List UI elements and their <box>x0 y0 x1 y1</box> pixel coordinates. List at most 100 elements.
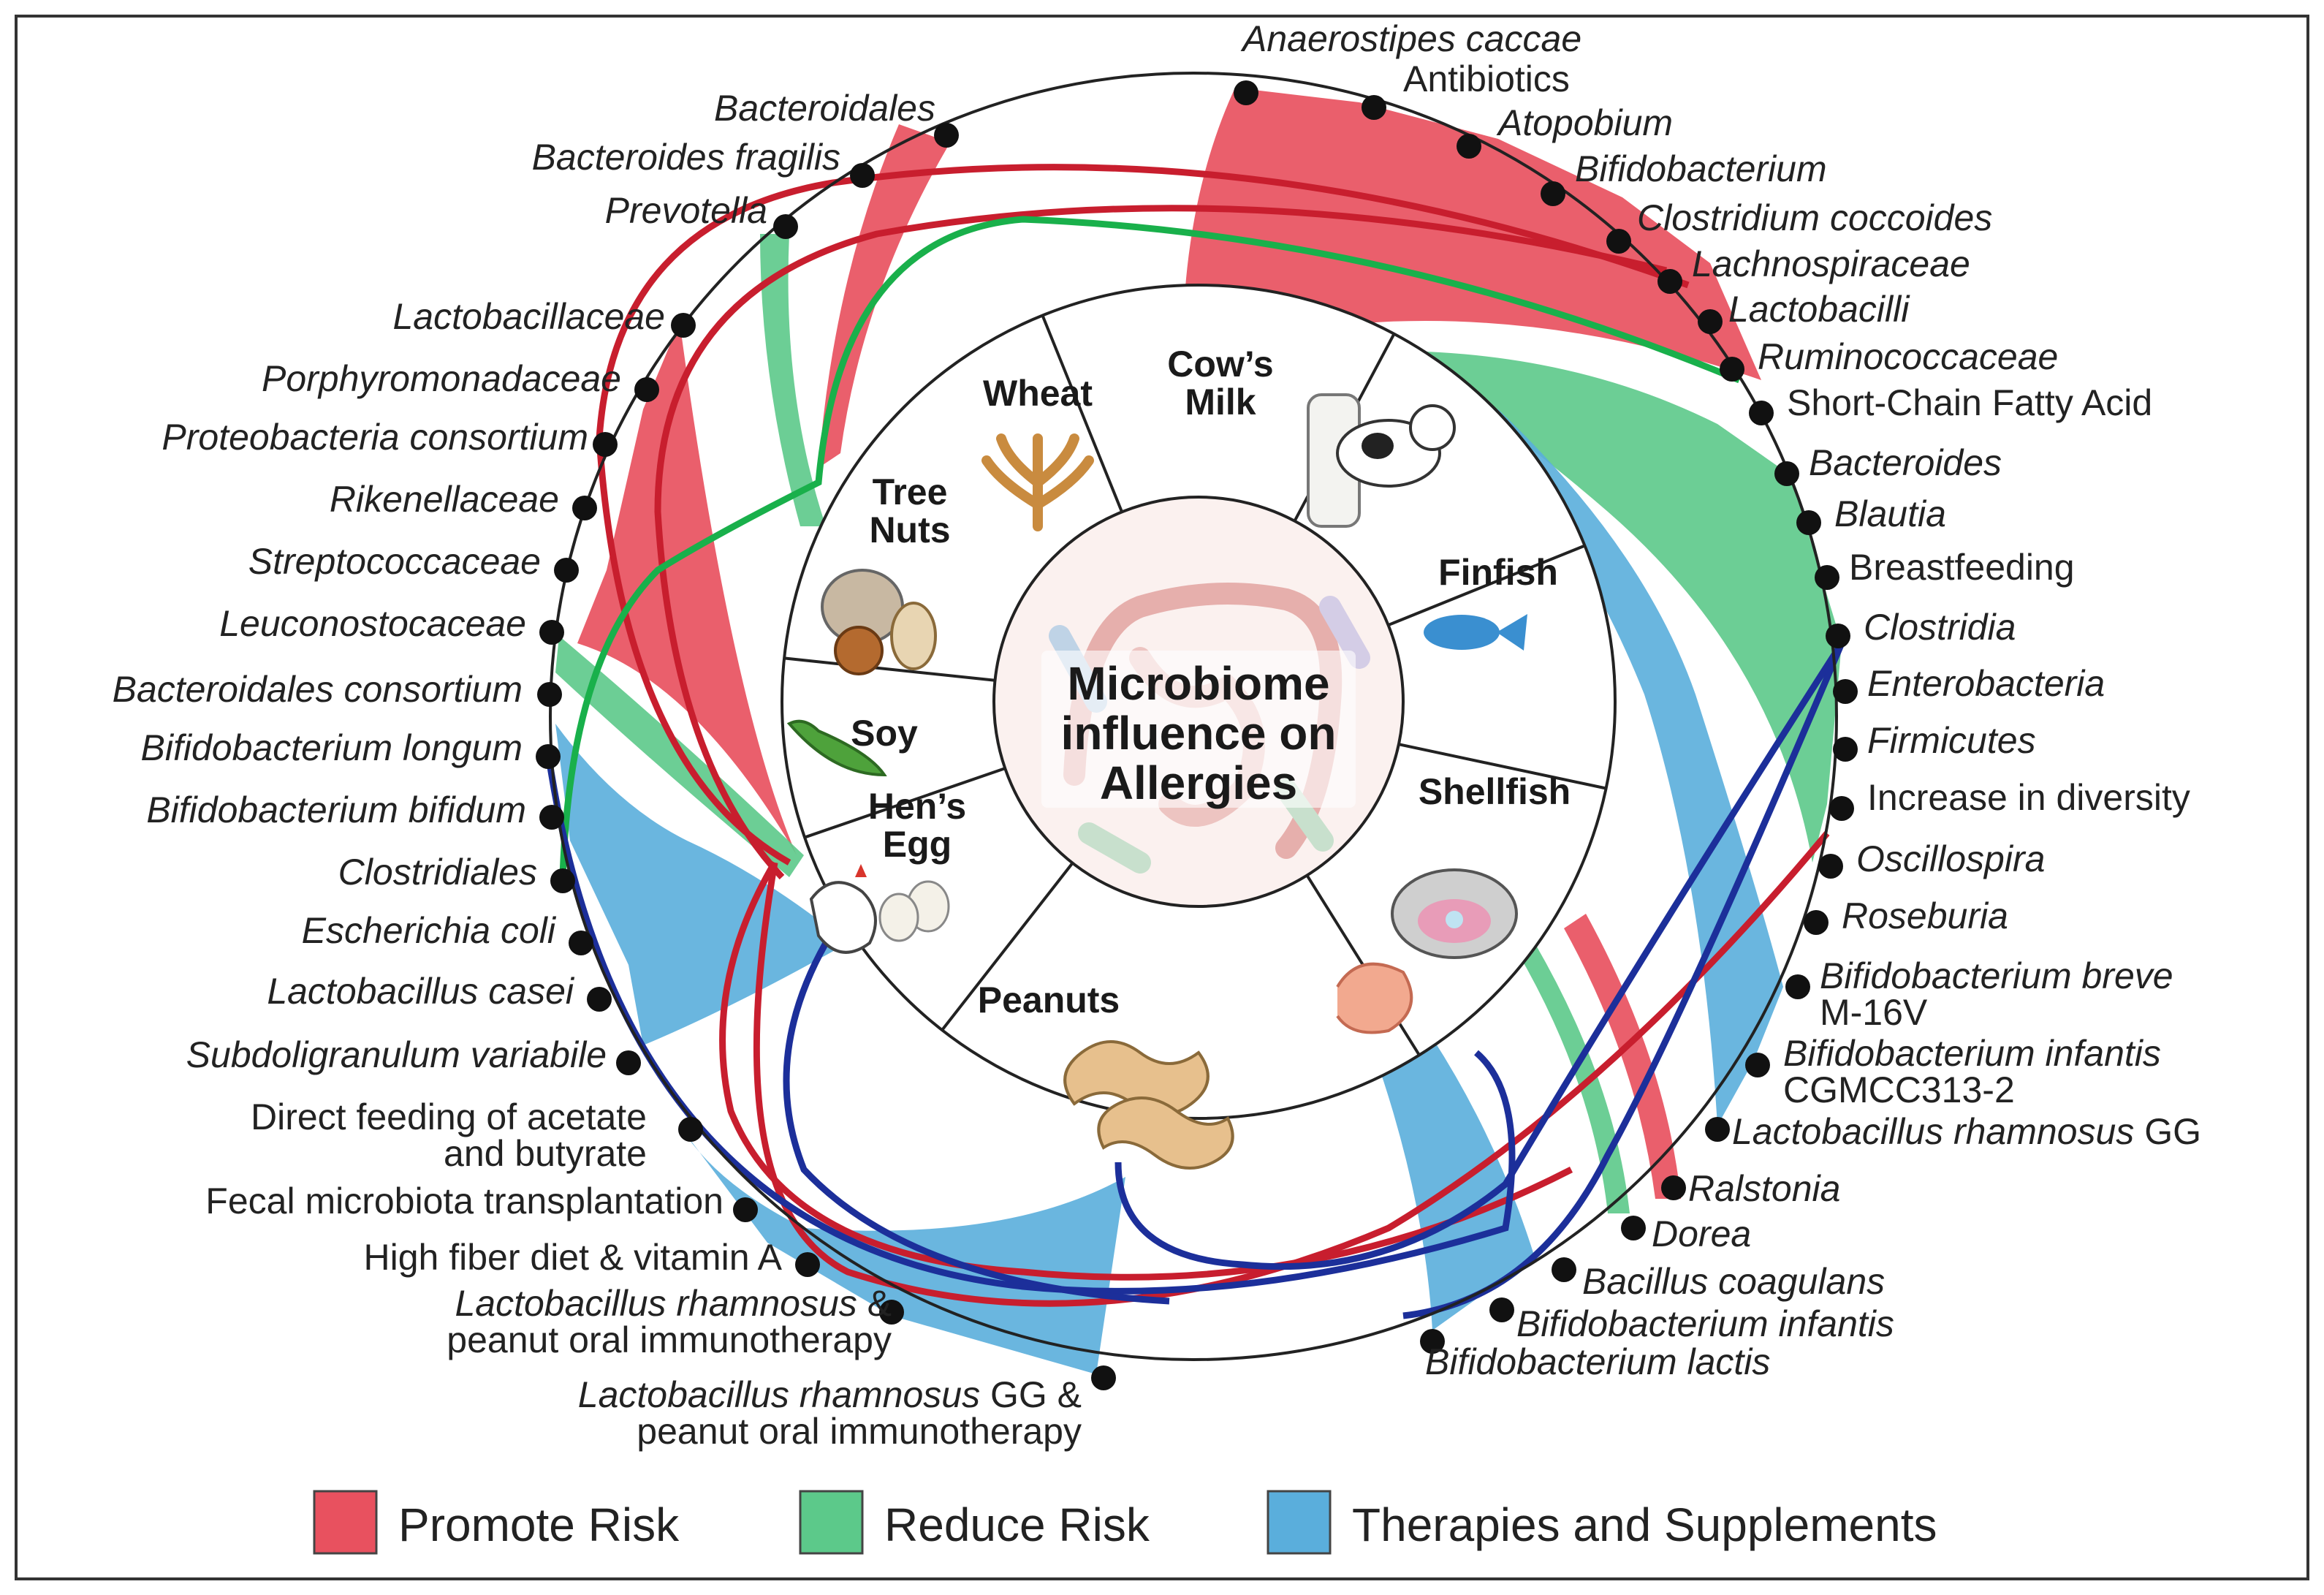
food-divider <box>1387 544 1586 626</box>
label-segment: Breastfeeding <box>1849 547 2075 588</box>
label-segment: Clostridia <box>1864 607 2016 648</box>
label-lgg-peanut-oit: Lactobacillus rhamnosus GG & <box>578 1374 1082 1415</box>
node-bifidobacterium-lactis <box>1420 1329 1445 1354</box>
label-bifidobacterium-breve: Bifidobacterium breve <box>1820 955 2173 996</box>
label-layer: Anaerostipes caccaeAntibioticsAtopobiumB… <box>113 18 2201 1452</box>
center-hub: Microbiome influence on Allergies <box>992 496 1405 908</box>
node-ruminococcaceae <box>1720 357 1744 382</box>
label-direct-feeding: Direct feeding of acetate <box>251 1096 647 1137</box>
node-lactobacillaceae <box>671 313 696 338</box>
label-segment: Ralstonia <box>1688 1168 1840 1209</box>
ribbon-promote-ralstonia <box>1564 914 1681 1199</box>
node-atopobium <box>1457 134 1481 159</box>
node-bifidobacterium <box>1541 181 1565 206</box>
label-bifidobacterium-lactis: Bifidobacterium lactis <box>1425 1341 1770 1382</box>
ribbon-reduce-prevotella <box>760 234 826 526</box>
label-proteobacteria-consortium: Proteobacteria consortium <box>162 417 588 458</box>
node-subdoligranulum-variabile <box>616 1050 641 1075</box>
legend-label-0: Promote Risk <box>398 1499 680 1551</box>
center-title-backdrop <box>1041 651 1356 808</box>
node-clostridia <box>1826 624 1850 648</box>
label-atopobium: Atopobium <box>1496 102 1673 143</box>
node-lr-peanut-oit <box>879 1300 904 1325</box>
node-bifidobacterium-longum <box>536 744 561 769</box>
food-label-peanuts: Peanuts <box>978 980 1120 1020</box>
label-leuconostocaceae: Leuconostocaceae <box>219 603 526 644</box>
node-direct-feeding <box>678 1117 703 1142</box>
label-lr-peanut-oit: Lactobacillus rhamnosus & <box>455 1283 892 1324</box>
label-segment: Bacteroidales consortium <box>113 669 523 710</box>
node-streptococcaceae <box>554 558 579 583</box>
label-segment: Oscillospira <box>1856 838 2045 879</box>
label-lactobacillus-casei: Lactobacillus casei <box>267 971 575 1012</box>
node-high-fiber-diet <box>795 1252 820 1277</box>
ribbon-reduce-right <box>1389 351 1842 863</box>
node-short-chain-fatty-acid <box>1749 401 1774 425</box>
food-label-soy: Soy <box>851 713 918 754</box>
label-clostridiales: Clostridiales <box>338 852 537 893</box>
node-porphyromonadaceae <box>634 377 659 402</box>
node-lachnospiraceae <box>1657 269 1682 294</box>
legend-swatch-0 <box>313 1490 378 1555</box>
label-bacteroides-fragilis: Bacteroides fragilis <box>532 137 840 178</box>
label-rikenellaceae: Rikenellaceae <box>330 479 559 520</box>
label-bifidobacterium-bifidum: Bifidobacterium bifidum <box>146 789 526 830</box>
label-direct-feeding: and butyrate <box>444 1133 647 1174</box>
label-firmicutes: Firmicutes <box>1867 720 2036 761</box>
label-segment: Bifidobacterium bifidum <box>146 789 526 830</box>
node-bacteroides <box>1774 461 1799 486</box>
food-divider <box>1398 743 1606 790</box>
label-segment: Lactobacillus rhamnosus <box>1732 1111 2144 1152</box>
label-segment: peanut oral immunotherapy <box>447 1319 892 1360</box>
label-ruminococcaceae: Ruminococcaceae <box>1758 336 2058 377</box>
label-lactobacillus-rhamnosus-gg: Lactobacillus rhamnosus GG <box>1732 1111 2201 1152</box>
label-breastfeeding: Breastfeeding <box>1849 547 2075 588</box>
label-anaerostipes-caccae: Anaerostipes caccae <box>1240 18 1581 59</box>
node-blautia <box>1796 510 1821 535</box>
label-antibiotics: Antibiotics <box>1403 58 1570 99</box>
label-segment: Clostridiales <box>338 852 537 893</box>
label-segment: & <box>857 1283 892 1324</box>
wheat-icon <box>981 433 1094 531</box>
label-segment: Prevotella <box>605 190 767 231</box>
label-bacteroidales-consortium: Bacteroidales consortium <box>113 669 523 710</box>
label-segment: Subdoligranulum variabile <box>186 1034 607 1075</box>
line-blue-4 <box>783 941 1170 1305</box>
label-segment: Bifidobacterium longum <box>141 727 523 768</box>
node-bifidobacterium-breve <box>1785 974 1810 999</box>
ribbon-promote-bacteroidales <box>819 124 950 468</box>
label-segment: Bacteroides fragilis <box>532 137 840 178</box>
node-bacteroides-fragilis <box>850 163 875 188</box>
line-red-2 <box>654 205 1668 880</box>
line-red-1 <box>596 164 1690 865</box>
label-segment: Bacillus coagulans <box>1582 1261 1885 1302</box>
node-bacteroidales-consortium <box>537 682 562 707</box>
node-clostridium-coccoides <box>1606 229 1631 254</box>
legend-swatch-2 <box>1267 1490 1332 1555</box>
fish-icon <box>1424 615 1500 650</box>
food-divider <box>941 862 1074 1031</box>
label-lgg-peanut-oit: peanut oral immunotherapy <box>637 1411 1082 1452</box>
label-segment: Leuconostocaceae <box>219 603 526 644</box>
label-segment: peanut oral immunotherapy <box>637 1411 1082 1452</box>
ribbon-therapy-left <box>555 724 848 1045</box>
label-short-chain-fatty-acid: Short-Chain Fatty Acid <box>1787 382 2152 423</box>
label-subdoligranulum-variabile: Subdoligranulum variabile <box>186 1034 607 1075</box>
label-segment: Ruminococcaceae <box>1758 336 2058 377</box>
node-roseburia <box>1804 910 1829 935</box>
label-segment: Lactobacillus rhamnosus <box>455 1283 857 1324</box>
node-dorea <box>1621 1216 1646 1240</box>
label-segment: Bifidobacterium infantis <box>1516 1303 1894 1344</box>
label-segment: Escherichia coli <box>302 910 557 951</box>
label-lr-peanut-oit: peanut oral immunotherapy <box>447 1319 892 1360</box>
food-label-tree-nuts: Tree <box>873 471 948 512</box>
label-bacteroidales: Bacteroidales <box>714 88 935 129</box>
label-enterobacteria: Enterobacteria <box>1867 663 2105 704</box>
label-segment: Dorea <box>1652 1213 1751 1254</box>
label-bifidobacterium-infantis: Bifidobacterium infantis <box>1516 1303 1894 1344</box>
ribbon-reduce-dorea <box>1516 943 1630 1213</box>
label-increase-in-diversity: Increase in diversity <box>1867 777 2190 818</box>
hen-icon <box>809 881 877 954</box>
food-illustrations <box>786 393 1527 1170</box>
line-green-1 <box>559 216 1741 878</box>
